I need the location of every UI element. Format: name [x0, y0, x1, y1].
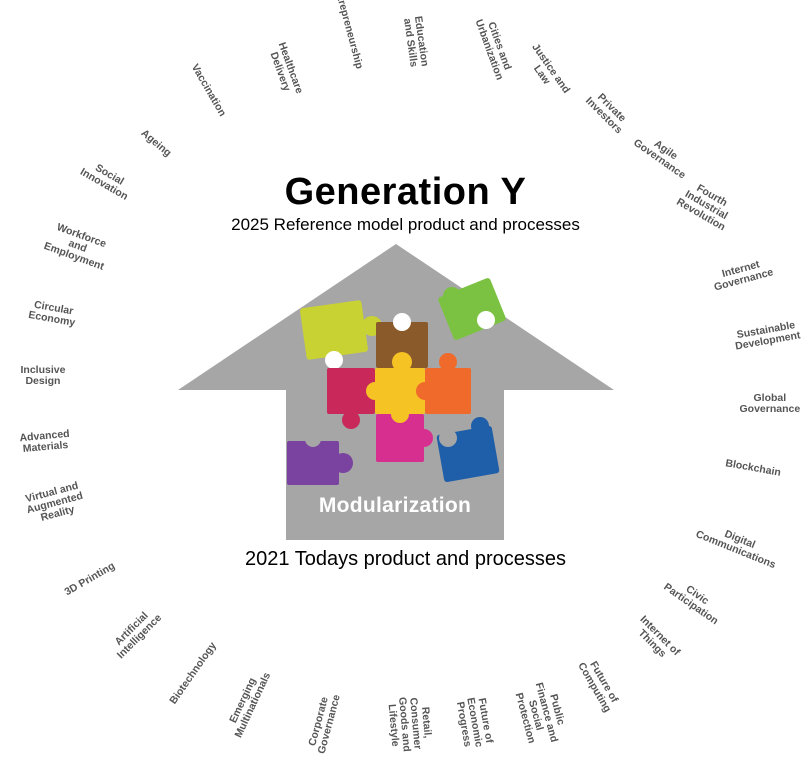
topic-label: Inclusive Design	[20, 364, 66, 387]
puzzle-piece-orange	[416, 353, 471, 414]
diagram-title: Generation Y	[284, 171, 527, 213]
bottom-caption: 2021 Todays product and processes	[245, 548, 566, 570]
puzzle-piece-purple	[287, 431, 353, 485]
topic-label: Retail, Consumer Goods and Lifestyle	[385, 696, 434, 753]
topic-label: Advanced Materials	[19, 427, 71, 455]
puzzle-piece-lime	[438, 278, 506, 340]
topic-label: Global Governance	[739, 392, 801, 415]
center-label: Modularization	[318, 494, 472, 517]
puzzle-piece-blue	[436, 417, 500, 483]
puzzle-piece-magenta	[376, 405, 433, 462]
top-caption: 2025 Reference model product and process…	[231, 215, 580, 234]
topic-label: Future of Economic Progress	[453, 696, 496, 748]
puzzle-piece-brown	[376, 313, 428, 372]
